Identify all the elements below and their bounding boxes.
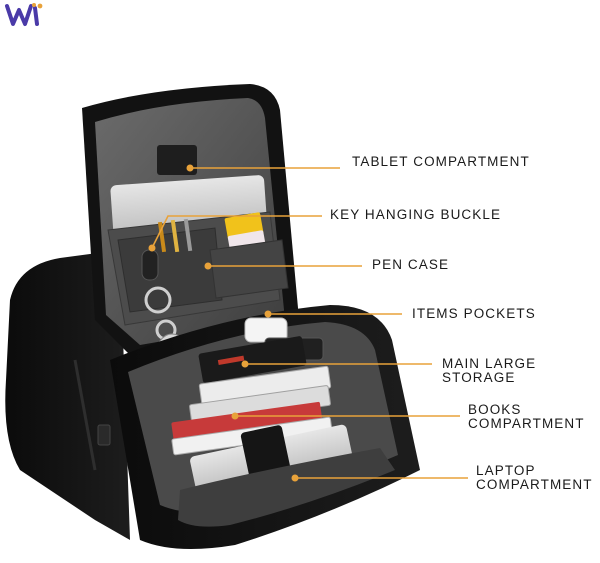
side-zipper bbox=[73, 359, 97, 471]
dot-pen bbox=[204, 262, 212, 270]
notebook-red-tab bbox=[217, 355, 245, 366]
label-key-hanging-buckle: KEY HANGING BUCKLE bbox=[330, 207, 502, 222]
dot-tablet bbox=[186, 164, 194, 172]
card-pocket bbox=[209, 239, 289, 299]
brand-logo-icon bbox=[5, 3, 43, 26]
key-buckle bbox=[141, 249, 159, 281]
dot-storage bbox=[241, 360, 249, 368]
dot-key bbox=[148, 244, 156, 252]
label-books-compartment: BOOKS COMPARTMENT bbox=[468, 402, 585, 431]
pen-2 bbox=[170, 219, 180, 253]
dot-items bbox=[264, 310, 272, 318]
pen-3 bbox=[183, 218, 193, 252]
label-items-pockets: ITEMS POCKETS bbox=[412, 306, 536, 321]
usb-port bbox=[97, 424, 111, 446]
callout-dots bbox=[148, 164, 299, 482]
key-ring bbox=[144, 286, 172, 314]
notebook-dark bbox=[198, 336, 307, 383]
bottom-lining bbox=[178, 448, 395, 527]
label-pen-case: PEN CASE bbox=[372, 257, 450, 272]
pen-1 bbox=[157, 221, 167, 253]
callout-lines bbox=[151, 167, 468, 479]
pen-pockets bbox=[117, 227, 223, 313]
label-laptop-compartment: LAPTOP COMPARTMENT bbox=[476, 463, 593, 492]
leader-key bbox=[151, 215, 322, 249]
dot-books bbox=[231, 412, 239, 420]
label-main-large-storage: MAIN LARGE STORAGE bbox=[442, 356, 537, 385]
label-tablet-compartment: TABLET COMPARTMENT bbox=[352, 154, 530, 169]
dot-laptop bbox=[291, 474, 299, 482]
